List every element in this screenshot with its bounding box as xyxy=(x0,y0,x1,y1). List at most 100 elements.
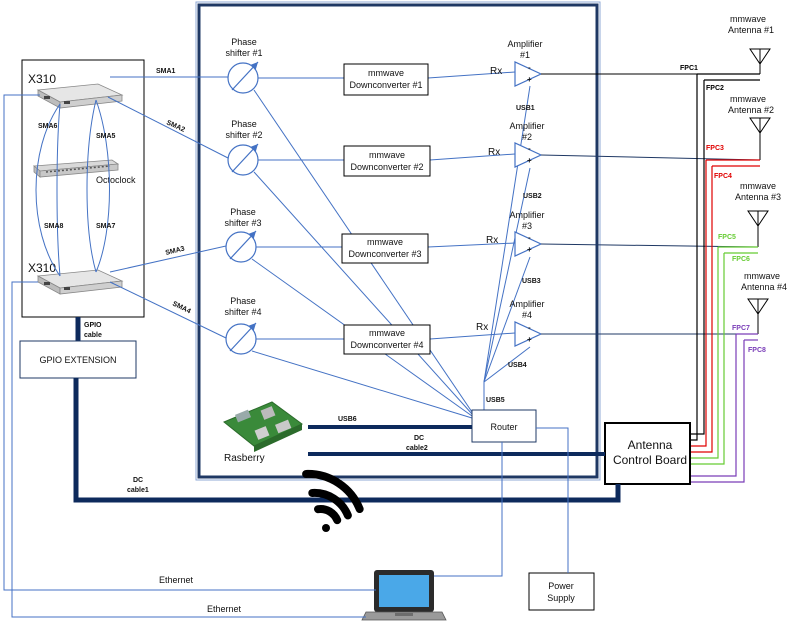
ethernet-label-2: Ethernet xyxy=(207,604,242,614)
usb2-label: USB2 xyxy=(523,193,542,200)
downconverter-3-label-2: Downconverter #3 xyxy=(348,249,421,259)
usrp-enclosure xyxy=(21,59,145,318)
sma5-label: SMA5 xyxy=(96,133,116,140)
octoclock-device xyxy=(32,159,120,178)
phase-shifter-2-label-1: Phase xyxy=(231,119,257,129)
amplifier-2 xyxy=(514,142,543,168)
downconverter-1-label-2: Downconverter #1 xyxy=(349,80,422,90)
amplifier-2-label-1: Amplifier xyxy=(509,121,544,131)
usb1-label: USB1 xyxy=(516,105,535,112)
gpio-cable-label-2: cable xyxy=(84,332,102,339)
dc-cable1 xyxy=(73,378,621,503)
antenna-2-label-2: Antenna #2 xyxy=(728,105,774,115)
usb4-label: USB4 xyxy=(508,362,527,369)
antenna-3-label-2: Antenna #3 xyxy=(735,192,781,202)
power-supply-label-1: Power xyxy=(548,581,574,591)
sma-wires xyxy=(107,76,229,339)
phase-shifter-1 xyxy=(227,61,259,94)
sma3-label: SMA3 xyxy=(165,245,186,257)
main-frame-outline xyxy=(195,1,601,481)
rx-label-3: Rx xyxy=(486,235,498,246)
ethernet-label-1: Ethernet xyxy=(159,575,194,585)
sma-curves xyxy=(35,99,110,277)
phase-shifter-3-label-1: Phase xyxy=(230,207,256,217)
dc-cable1-label-1: DC xyxy=(133,477,143,484)
downconverter-2-label-2: Downconverter #2 xyxy=(350,162,423,172)
downconverter-1-label-1: mmwave xyxy=(368,68,404,78)
amplifier-2-label-2: #2 xyxy=(522,132,532,142)
wifi-icon xyxy=(302,469,364,532)
downconverter-4 xyxy=(343,324,431,355)
power-line xyxy=(536,427,569,573)
amp2-plus: + xyxy=(527,156,532,165)
router-box xyxy=(471,409,537,443)
phase-shifter-4-label-1: Phase xyxy=(230,296,256,306)
amplifier-3 xyxy=(514,231,543,257)
fpc3-label: FPC3 xyxy=(706,145,724,152)
antenna-1 xyxy=(749,48,771,74)
amplifier-4 xyxy=(514,321,543,347)
antenna-control-board-label-2: Control Board xyxy=(613,453,687,467)
rx-label-4: Rx xyxy=(476,322,488,333)
laptop-icon xyxy=(361,570,447,621)
antenna-1-label-2: Antenna #1 xyxy=(728,25,774,35)
fpc7-label: FPC7 xyxy=(732,325,750,332)
fpc8-label: FPC8 xyxy=(748,347,766,354)
usrp-bottom-label: X310 xyxy=(28,261,56,275)
phase-shifter-4 xyxy=(225,322,257,355)
fpc2-label: FPC2 xyxy=(706,85,724,92)
amp1-minus: - xyxy=(528,63,531,72)
downconverter-1 xyxy=(343,63,429,96)
amp2-minus: - xyxy=(528,144,531,153)
usb5-label: USB5 xyxy=(486,397,505,404)
amp3-minus: - xyxy=(528,233,531,242)
ethernet-lines xyxy=(3,94,503,618)
amplifier-1 xyxy=(514,61,543,87)
downconverter-4-label-2: Downconverter #4 xyxy=(350,340,423,350)
rx-label-1: Rx xyxy=(490,66,502,77)
antenna-3-label-1: mmwave xyxy=(740,181,776,191)
fpc6-label: FPC6 xyxy=(732,256,750,263)
dc-cable2-label-1: DC xyxy=(414,435,424,442)
dc-cable2-label-2: cable2 xyxy=(406,445,428,452)
sma8-label: SMA8 xyxy=(44,223,64,230)
antenna-4-label-2: Antenna #4 xyxy=(741,282,787,292)
rasberry-label: Rasberry xyxy=(224,453,265,464)
antenna-1-label-1: mmwave xyxy=(730,14,766,24)
amplifier-3-label-1: Amplifier xyxy=(509,210,544,220)
fpc1-label: FPC1 xyxy=(680,65,698,72)
amplifier-1-label-2: #1 xyxy=(520,50,530,60)
amp1-plus: + xyxy=(527,75,532,84)
gpio-cable-label-1: GPIO xyxy=(84,322,102,329)
usb3-label: USB3 xyxy=(522,278,541,285)
antenna-3 xyxy=(747,210,769,247)
downconverter-2 xyxy=(343,145,431,177)
amp3-plus: + xyxy=(527,245,532,254)
phase-shifter-2 xyxy=(227,143,259,176)
x310-bottom-device xyxy=(36,269,124,295)
usb6-label: USB6 xyxy=(338,416,357,423)
amp4-minus: - xyxy=(528,323,531,332)
sma7-label: SMA7 xyxy=(96,223,116,230)
downconverter-3 xyxy=(341,233,429,264)
gpio-extension-label: GPIO EXTENSION xyxy=(39,355,116,365)
amplifier-1-label-1: Amplifier xyxy=(507,39,542,49)
phase-shifter-4-label-2: shifter #4 xyxy=(224,307,261,317)
main-frame xyxy=(197,3,599,479)
octoclock-label: Octoclock xyxy=(96,175,136,185)
antenna-4-label-1: mmwave xyxy=(744,271,780,281)
amplifier-4-label-1: Amplifier xyxy=(509,299,544,309)
raspberry-pi-image xyxy=(223,401,303,452)
fpc-cables xyxy=(690,73,760,483)
fpc4-label: FPC4 xyxy=(714,173,732,180)
router-label: Router xyxy=(490,422,517,432)
antenna-control-board-label-1: Antenna xyxy=(628,438,673,452)
usrp-top-label: X310 xyxy=(28,72,56,86)
phase-shifter-2-label-2: shifter #2 xyxy=(225,130,262,140)
dc-cable1-label-2: cable1 xyxy=(127,487,149,494)
phase-shifter-3-label-2: shifter #3 xyxy=(224,218,261,228)
phase-shifter-1-label-2: shifter #1 xyxy=(225,48,262,58)
power-supply-box xyxy=(528,572,595,611)
amplifier-3-label-2: #3 xyxy=(522,221,532,231)
